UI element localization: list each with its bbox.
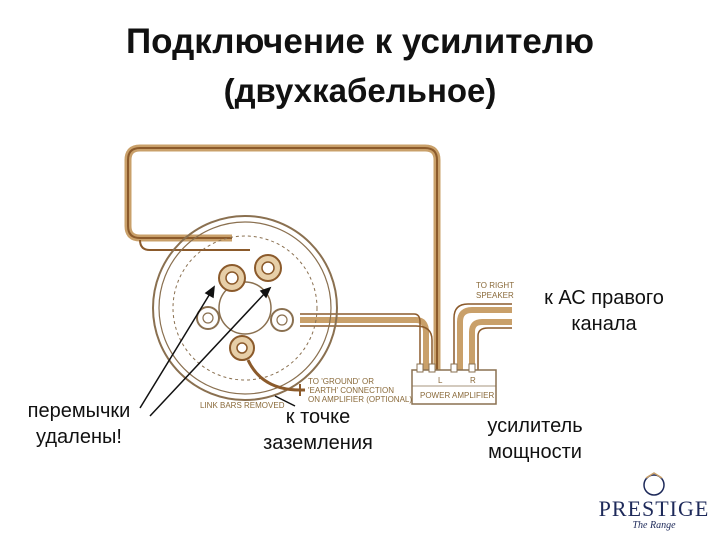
callout-arrows <box>139 285 296 417</box>
page-title: Подключение к усилителю <box>126 22 594 61</box>
jumpers-removed-label: перемычки удалены! <box>27 400 131 448</box>
terminal-top-left <box>218 264 246 292</box>
amp-l-label: L <box>438 376 443 385</box>
terminal-bottom <box>229 335 255 361</box>
amp-r-label: R <box>470 376 476 385</box>
power-amplifier-text: POWER AMPLIFIER <box>420 391 494 400</box>
terminal-top-right <box>254 254 282 282</box>
to-right-speaker-text-2: SPEAKER <box>476 291 514 300</box>
terminal-right <box>270 308 294 332</box>
cable-lower <box>300 317 429 372</box>
ground-note-3: ON AMPLIFIER (OPTIONAL) <box>308 395 412 404</box>
cable-loop-inner <box>127 147 438 372</box>
ground-note-1: TO 'GROUND' OR <box>308 377 374 386</box>
terminal-left <box>196 306 220 330</box>
prestige-logo: PRESTIGE The Range <box>594 470 714 538</box>
right-channel-label: к АС правого канала <box>544 287 664 335</box>
page-subtitle: (двухкабельное) <box>223 72 497 109</box>
ground-point-label: к точке заземления <box>263 406 373 454</box>
logo-name: PRESTIGE <box>598 496 710 521</box>
ground-wire <box>246 359 305 392</box>
speaker-terminal-plate <box>152 215 338 401</box>
power-amplifier-label: усилитель мощности <box>487 415 583 463</box>
to-right-speaker-text-1: TO RIGHT <box>476 281 514 290</box>
links-removed-text: LINK BARS REMOVED <box>200 401 285 410</box>
power-amplifier-box: L R POWER AMPLIFIER <box>411 363 497 405</box>
logo-sub: The Range <box>632 520 676 531</box>
right-speaker-cable <box>453 303 512 372</box>
ground-note-2: 'EARTH' CONNECTION <box>308 386 394 395</box>
